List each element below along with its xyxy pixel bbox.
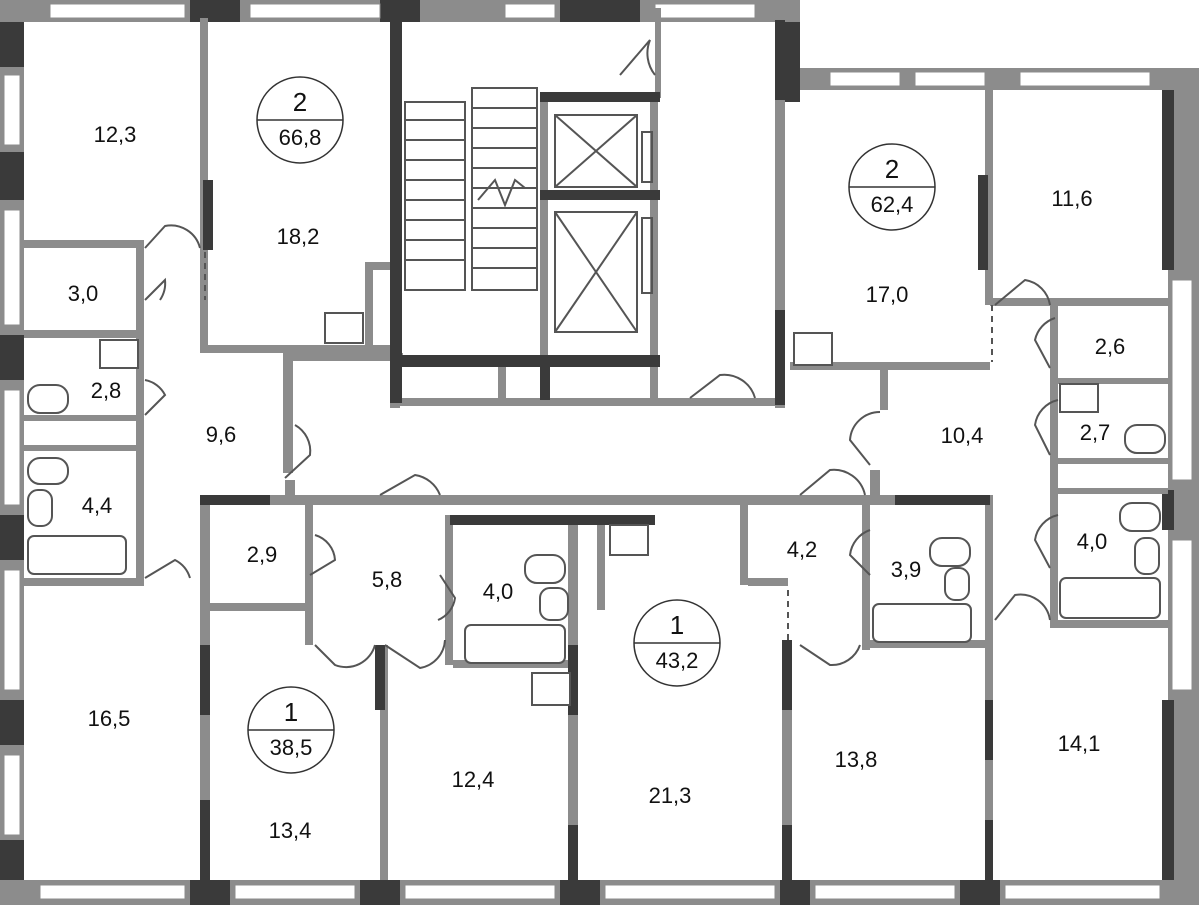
room-area-label: 14,1 — [1058, 731, 1101, 756]
outer-wall-accents — [0, 0, 1174, 905]
room-area-label: 4,4 — [82, 493, 113, 518]
interior-walls — [24, 8, 1168, 880]
room-area-label: 21,3 — [649, 783, 692, 808]
apartment-rooms: 2 — [293, 87, 307, 117]
room-area-label: 4,0 — [483, 579, 514, 604]
dashed-partitions — [204, 252, 993, 640]
room-area-label: 12,4 — [452, 767, 495, 792]
apartment-badge: 1 43,2 — [633, 599, 721, 687]
room-area-label: 17,0 — [866, 282, 909, 307]
elevator-upper — [554, 114, 653, 188]
apartment-badge: 2 66,8 — [256, 76, 344, 164]
room-area-label: 10,4 — [941, 423, 984, 448]
elevator-lower — [554, 211, 653, 333]
apartment-badge: 2 62,4 — [848, 143, 936, 231]
room-area-label: 12,3 — [94, 122, 137, 147]
room-area-label: 13,8 — [835, 747, 878, 772]
room-area-label: 2,6 — [1095, 334, 1126, 359]
apartment-rooms: 2 — [885, 154, 899, 184]
room-area-label: 4,0 — [1077, 529, 1108, 554]
room-area-label: 4,2 — [787, 537, 818, 562]
apartment-area: 66,8 — [279, 125, 322, 150]
interior-wall-accents — [200, 8, 993, 880]
bathroom-fixtures — [27, 312, 1166, 706]
apartment-area: 62,4 — [871, 192, 914, 217]
room-area-label: 3,0 — [68, 281, 99, 306]
apartment-badge: 1 38,5 — [247, 686, 335, 774]
room-area-label: 2,7 — [1080, 420, 1111, 445]
room-area-label: 18,2 — [277, 224, 320, 249]
apartment-rooms: 1 — [284, 697, 298, 727]
room-labels: 12,3 18,2 3,0 2,8 9,6 4,4 16,5 2,9 5,8 4… — [68, 122, 1126, 843]
staircase — [404, 87, 538, 291]
apartment-rooms: 1 — [670, 610, 684, 640]
room-area-label: 2,9 — [247, 542, 278, 567]
apartment-area: 43,2 — [656, 648, 699, 673]
room-area-label: 16,5 — [88, 706, 131, 731]
room-area-label: 3,9 — [891, 557, 922, 582]
apartment-area: 38,5 — [270, 735, 313, 760]
doors — [144, 39, 1059, 670]
room-area-label: 5,8 — [372, 567, 403, 592]
room-area-label: 2,8 — [91, 378, 122, 403]
windows — [3, 3, 1193, 900]
room-area-label: 13,4 — [269, 818, 312, 843]
room-area-label: 11,6 — [1051, 186, 1092, 211]
room-area-label: 9,6 — [206, 422, 237, 447]
